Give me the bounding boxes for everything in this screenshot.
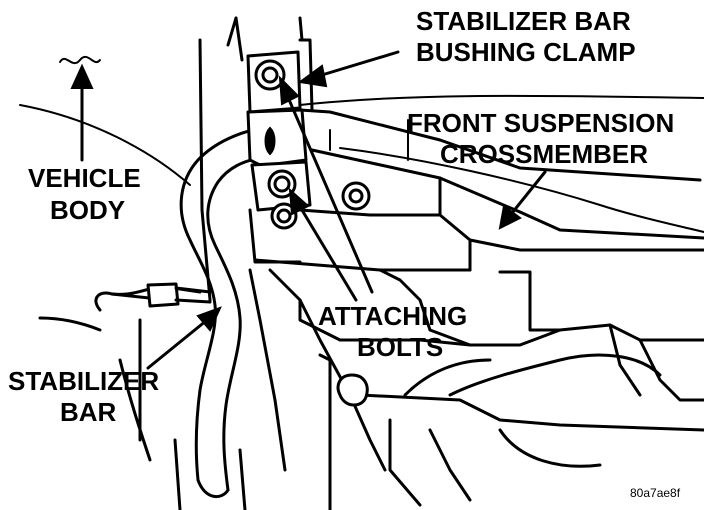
- label-vehicle-body-line2: BODY: [50, 195, 125, 225]
- label-crossmember-line1: FRONT SUSPENSION: [407, 108, 674, 138]
- bolt-icon: [341, 181, 371, 211]
- bolt-icon: [270, 202, 298, 230]
- label-vehicle-body-line1: VEHICLE: [28, 163, 141, 193]
- label-attaching-bolts-line2: BOLTS: [357, 332, 443, 362]
- label-bushing-clamp-line1: STABILIZER BAR: [416, 6, 631, 36]
- label-crossmember-line2: CROSSMEMBER: [440, 139, 648, 169]
- bushing-clamp: [246, 50, 371, 264]
- label-stabilizer-bar-line2: BAR: [60, 397, 117, 427]
- callout-arrows: [59, 50, 547, 370]
- bolt-icon: [267, 169, 297, 199]
- figure-code: 80a7ae8f: [630, 486, 681, 500]
- vehicle-body-outline: [19, 16, 704, 302]
- label-attaching-bolts-line1: ATTACHING: [318, 301, 467, 331]
- label-stabilizer-bar-line1: STABILIZER: [8, 366, 159, 396]
- crossmember-panel: [253, 108, 704, 332]
- labels: STABILIZER BAR BUSHING CLAMP FRONT SUSPE…: [8, 6, 681, 500]
- label-bushing-clamp-line2: BUSHING CLAMP: [416, 37, 636, 67]
- stabilizer-link: [38, 282, 212, 332]
- stabilizer-bar: [179, 126, 264, 499]
- bolt-icon: [254, 59, 286, 91]
- lower-structure: [118, 268, 704, 510]
